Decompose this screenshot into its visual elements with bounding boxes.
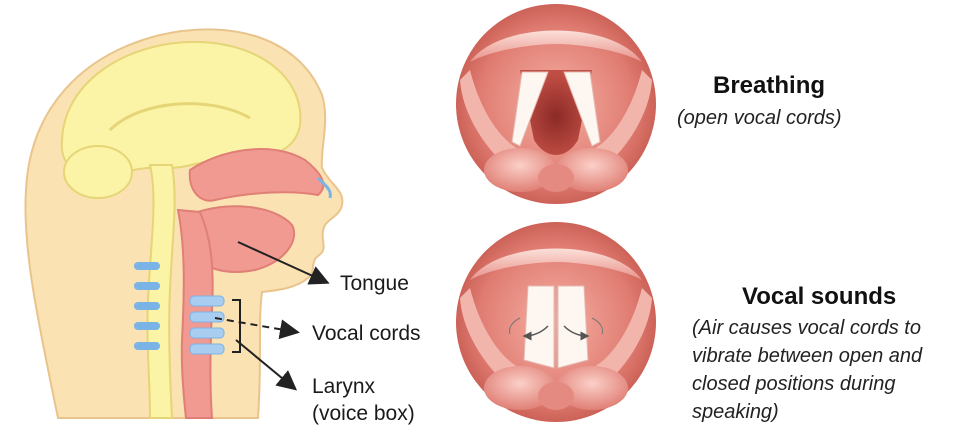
sounds-left-cord [524, 286, 554, 368]
cerebellum [64, 146, 132, 198]
vocal-sounds-caption-line: closed positions during [692, 370, 967, 398]
vocal-sounds-caption-line: vibrate between open and [692, 342, 967, 370]
breathing-title: Breathing [713, 72, 825, 100]
vocal-sounds-caption-line: speaking) [692, 398, 967, 426]
vocal-sounds-illustration [456, 222, 656, 422]
vocal-sounds-caption-line: (Air causes vocal cords to [692, 314, 967, 342]
breathing-caption: (open vocal cords) [677, 104, 842, 132]
sounds-right-cord [558, 286, 588, 368]
vocal-sounds-caption: (Air causes vocal cords to vibrate betwe… [692, 314, 967, 426]
larynx-label: Larynx [312, 375, 375, 399]
vocal-cords-label: Vocal cords [312, 322, 421, 346]
vocal-sounds-title: Vocal sounds [742, 283, 896, 311]
voice-box-label: (voice box) [312, 402, 415, 426]
breathing-illustration [456, 4, 656, 204]
head-cross-section [25, 29, 342, 418]
tongue-label: Tongue [340, 272, 409, 296]
